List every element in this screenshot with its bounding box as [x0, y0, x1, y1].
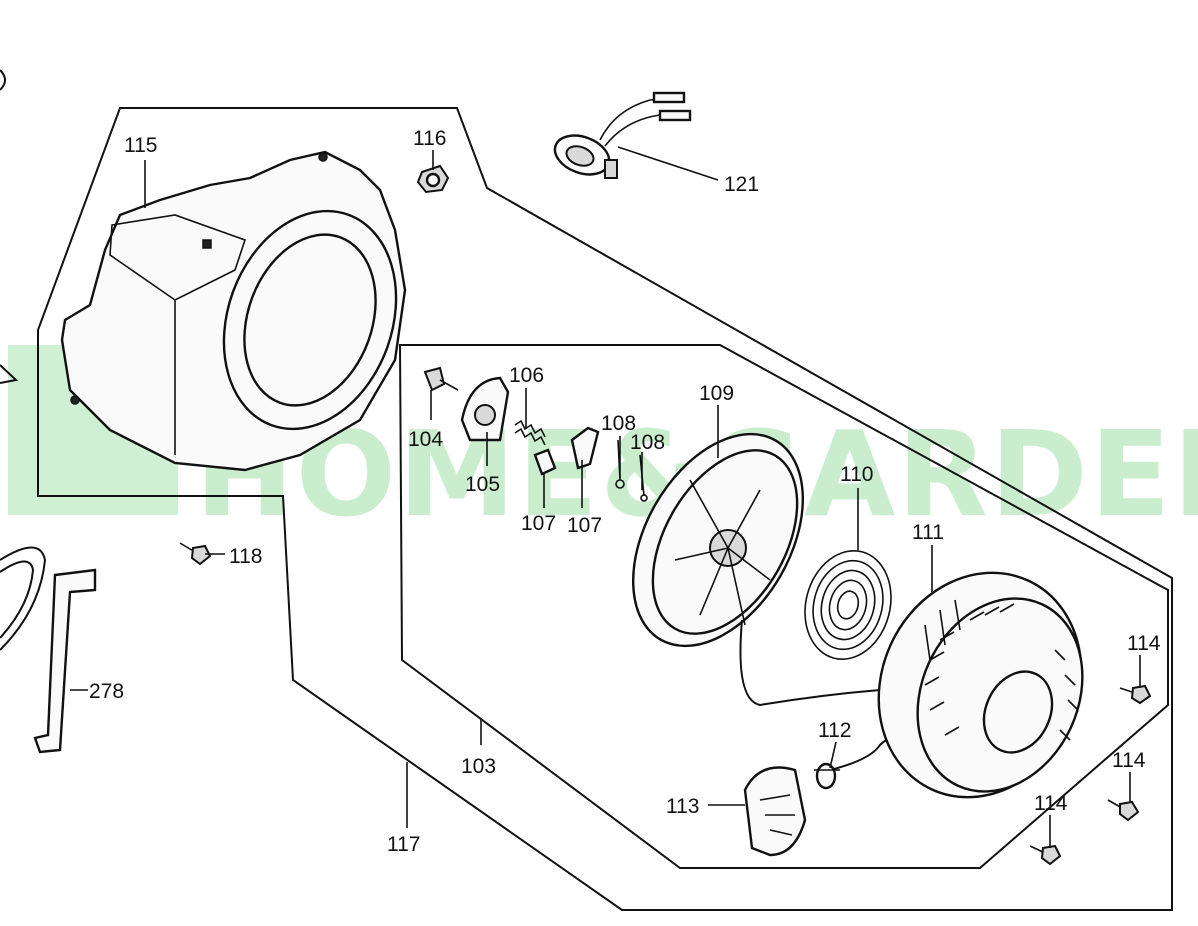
leader-lines	[70, 146, 1141, 848]
pawl-part	[533, 426, 600, 476]
edge-part	[0, 69, 6, 91]
edge-part-2	[0, 364, 19, 384]
coil-spring-part	[804, 549, 892, 661]
label-111: 111	[912, 521, 944, 544]
switch-part	[553, 91, 692, 179]
blower-housing-part	[60, 150, 407, 472]
group-103-outline	[398, 344, 1169, 869]
label-114-b: 114	[1112, 749, 1146, 772]
label-103: 103	[461, 755, 496, 778]
spring-part	[514, 419, 546, 446]
label-105: 105	[465, 473, 500, 496]
label-121: 121	[724, 173, 759, 196]
label-113: 113	[666, 795, 699, 818]
label-108-b: 108	[630, 431, 665, 454]
label-114-c: 114	[1034, 792, 1068, 815]
label-278: 278	[89, 680, 124, 703]
label-104: 104	[408, 428, 443, 451]
group-117-outline	[37, 107, 1173, 911]
label-107-b: 107	[567, 514, 602, 537]
part-labels: 115 116 121 104 105 106 107 107 108 108 …	[89, 127, 1161, 856]
label-110: 110	[840, 463, 873, 486]
bolt-118-part	[179, 542, 212, 566]
label-115: 115	[124, 134, 157, 157]
label-108-a: 108	[601, 412, 636, 435]
pin-part	[423, 366, 459, 392]
ratchet-part	[460, 376, 510, 442]
bolt-part	[1029, 684, 1152, 866]
label-116: 116	[413, 127, 446, 150]
label-107-a: 107	[521, 512, 556, 535]
label-106: 106	[509, 364, 544, 387]
pulley-part	[631, 432, 805, 648]
recoil-cover-part	[877, 571, 1084, 799]
starter-handle-part	[743, 766, 807, 857]
label-117: 117	[387, 833, 420, 856]
label-109: 109	[699, 382, 734, 405]
rope-end-part	[814, 762, 840, 790]
gasket-part	[0, 546, 97, 754]
label-114-a: 114	[1127, 632, 1161, 655]
label-112: 112	[818, 719, 851, 742]
nut-part	[416, 164, 450, 194]
label-118: 118	[229, 545, 262, 568]
